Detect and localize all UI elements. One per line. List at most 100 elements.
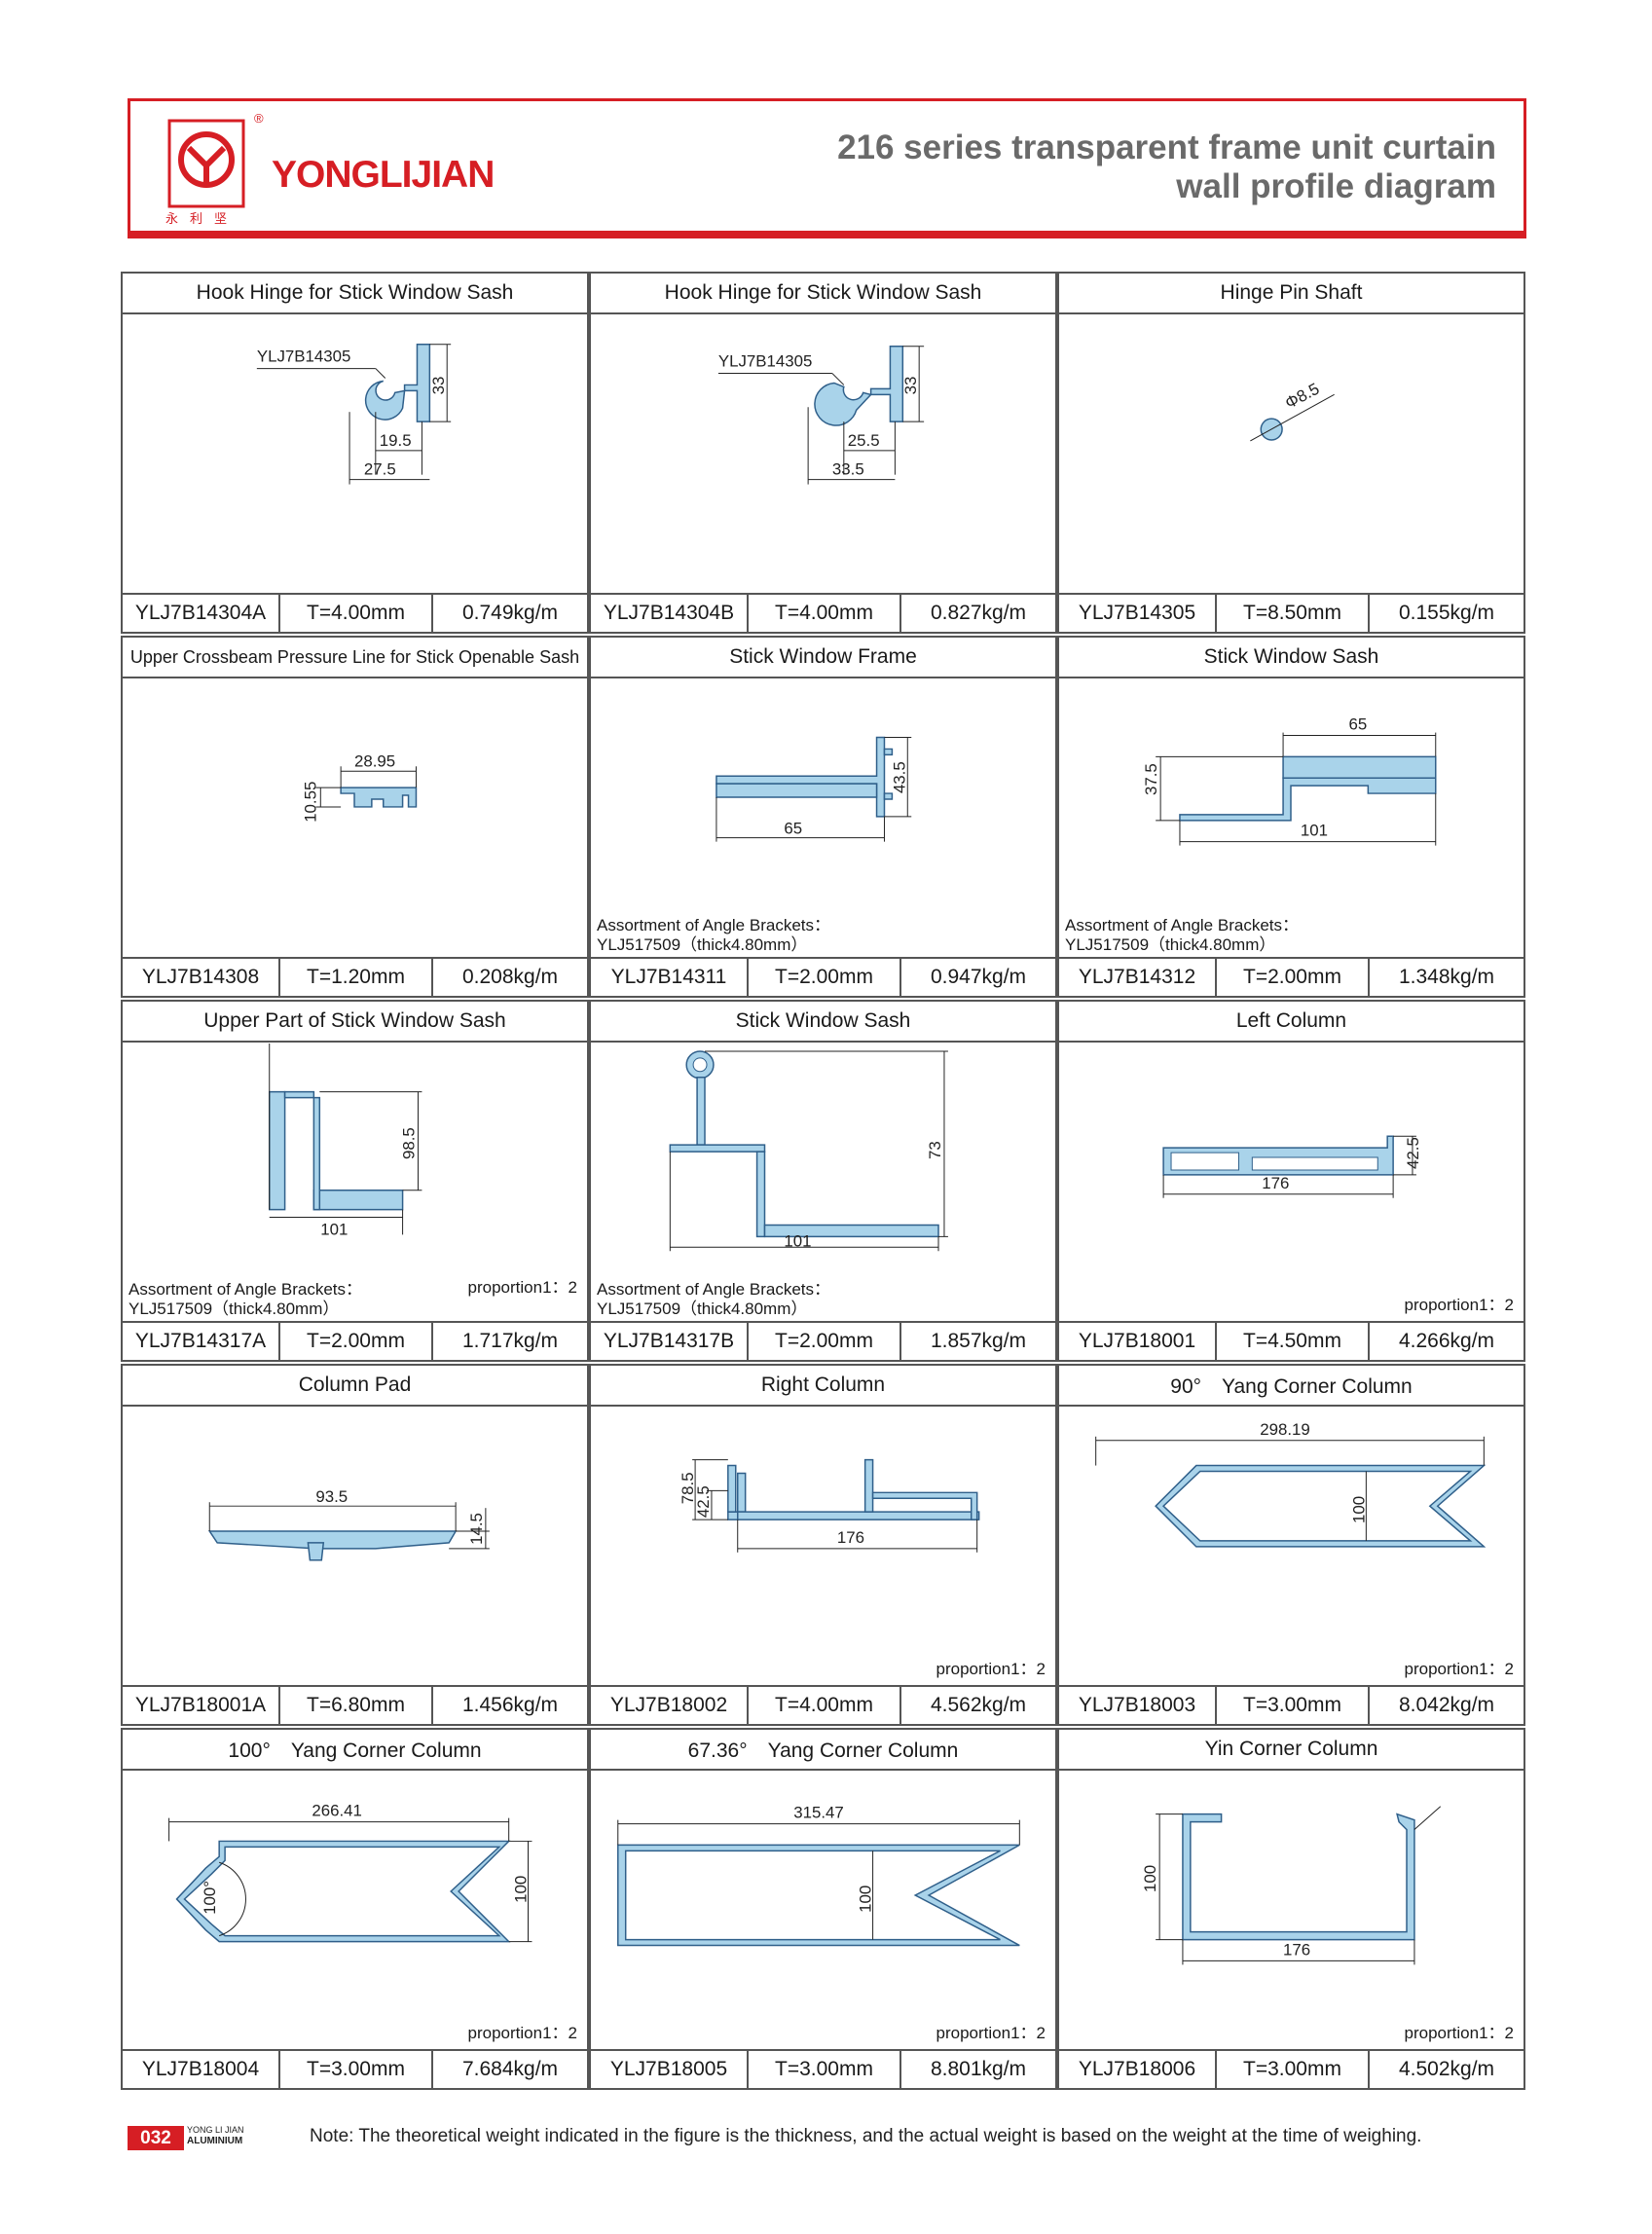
cell-title: Yin Corner Column — [1059, 1730, 1524, 1771]
dim-label: 176 — [1262, 1174, 1289, 1192]
page-title: 216 series transparent frame unit curtai… — [837, 128, 1496, 206]
profile-cell: Hinge Pin Shaft Φ8.5 YLJ7B14305 T=8.50mm… — [1057, 272, 1525, 634]
profile-drawing: 315.47 100 — [591, 1771, 1055, 2014]
cell-title: Stick Window Sash — [1059, 638, 1524, 678]
dim-label: 42.5 — [1404, 1137, 1422, 1169]
profile-weight: 1.348kg/m — [1398, 966, 1495, 988]
profile-weight: 1.857kg/m — [930, 1330, 1027, 1352]
profile-weight: 0.827kg/m — [930, 602, 1027, 624]
profile-code: YLJ7B14312 — [1059, 959, 1217, 996]
proportion-label: proportion1：2 — [1404, 2024, 1514, 2042]
dim-label: 33 — [429, 377, 448, 395]
title-line-2: wall profile diagram — [1176, 167, 1496, 205]
footer-brand-line: ALUMINIUM — [187, 2136, 244, 2146]
cell-title: Hinge Pin Shaft — [1059, 274, 1524, 314]
brand-chinese: 永利坚 — [165, 211, 239, 226]
cell-footer: YLJ7B14311 T=2.00mm 0.947kg/m — [591, 957, 1055, 996]
profile-drawing: YLJ7B14305 33 19.5 27.5 — [123, 314, 587, 558]
cell-title: Upper Part of Stick Window Sash — [123, 1002, 587, 1043]
cell-footer: YLJ7B14304B T=4.00mm 0.827kg/m — [591, 593, 1055, 632]
profile-thickness: T=4.00mm — [280, 595, 433, 632]
proportion-label: proportion1：2 — [936, 1660, 1046, 1678]
dim-label: 100 — [1349, 1496, 1368, 1523]
profile-code: YLJ7B18006 — [1059, 2051, 1217, 2088]
profile-code: YLJ7B18001 — [1059, 1323, 1217, 1360]
profile-thickness: T=2.00mm — [280, 1323, 433, 1360]
note-line: YLJ517509（thick4.80mm） — [597, 1300, 808, 1318]
cell-title: Hook Hinge for Stick Window Sash — [123, 274, 587, 314]
title-line-1: 216 series transparent frame unit curtai… — [837, 128, 1496, 166]
dim-label: 176 — [837, 1528, 864, 1547]
note-line: YLJ517509（thick4.80mm） — [597, 935, 808, 954]
cell-title: Stick Window Frame — [591, 638, 1055, 678]
cell-footer: YLJ7B18005 T=3.00mm 8.801kg/m — [591, 2049, 1055, 2088]
grid-row: Upper Part of Stick Window Sash 98.5 101… — [121, 1000, 1525, 1362]
footer-brand: YONG LI JIAN ALUMINIUM — [187, 2125, 244, 2146]
cell-title: Upper Crossbeam Pressure Line for Stick … — [123, 638, 587, 678]
profile-drawing: 10.55 28.95 — [123, 678, 587, 922]
profile-cell: Column Pad 93.5 14.5 YLJ7B18001A T=6.80m… — [121, 1364, 589, 1726]
dim-label: 100° — [201, 1881, 219, 1915]
profile-weight: 8.042kg/m — [1398, 1694, 1495, 1716]
dim-label: 98.5 — [399, 1127, 418, 1159]
grid-row: Column Pad 93.5 14.5 YLJ7B18001A T=6.80m… — [121, 1364, 1525, 1726]
dim-label: YLJ7B14305 — [718, 352, 812, 371]
dim-label: 10.55 — [301, 782, 319, 823]
cell-title: Column Pad — [123, 1366, 587, 1407]
profile-weight: 1.717kg/m — [461, 1330, 559, 1352]
proportion-label: proportion1：2 — [1404, 1660, 1514, 1678]
dim-label: 266.41 — [312, 1802, 362, 1820]
proportion-label: proportion1：2 — [467, 2024, 577, 2042]
dim-label: 101 — [320, 1220, 348, 1238]
profile-code: YLJ7B18004 — [123, 2051, 280, 2088]
note-line: Assortment of Angle Brackets： — [128, 1280, 362, 1299]
note-line: Assortment of Angle Brackets： — [597, 916, 830, 934]
dim-label: 298.19 — [1260, 1420, 1310, 1439]
dim-label: 27.5 — [364, 460, 396, 479]
dim-label: 73 — [926, 1141, 944, 1159]
profile-weight: 1.456kg/m — [461, 1694, 559, 1716]
profile-code: YLJ7B14311 — [591, 959, 749, 996]
profile-cell: Hook Hinge for Stick Window Sash YLJ7B14… — [121, 272, 589, 634]
dim-label: 100 — [512, 1876, 531, 1903]
dim-label: 37.5 — [1142, 763, 1160, 795]
profile-code: YLJ7B14304A — [123, 595, 280, 632]
profile-weight: 0.947kg/m — [930, 966, 1027, 988]
dim-label: 65 — [1349, 715, 1368, 734]
profile-thickness: T=8.50mm — [1217, 595, 1370, 632]
cell-title: Left Column — [1059, 1002, 1524, 1043]
page-number: 032 — [128, 2126, 184, 2150]
dim-label: 100 — [1141, 1865, 1159, 1892]
profile-code: YLJ7B14308 — [123, 959, 280, 996]
footer-brand-bold: ALUMINIUM — [187, 2136, 243, 2146]
dim-label: 78.5 — [679, 1472, 697, 1504]
proportion-label: proportion1：2 — [936, 2024, 1046, 2042]
cell-footer: YLJ7B14312 T=2.00mm 1.348kg/m — [1059, 957, 1524, 996]
profile-thickness: T=6.80mm — [280, 1687, 433, 1724]
cell-footer: YLJ7B18002 T=4.00mm 4.562kg/m — [591, 1685, 1055, 1724]
profile-drawing: 43.5 65 — [591, 678, 1055, 922]
dim-label: 28.95 — [354, 751, 395, 770]
profile-weight: 7.684kg/m — [461, 2058, 559, 2080]
profile-cell: Upper Crossbeam Pressure Line for Stick … — [121, 636, 589, 998]
profile-code: YLJ7B18003 — [1059, 1687, 1217, 1724]
header-accent-bar — [128, 232, 1526, 238]
profile-cell: Right Column 78.5 42.5 — [589, 1364, 1057, 1726]
cell-title: 90° Yang Corner Column — [1059, 1366, 1524, 1407]
registered-mark: ® — [254, 111, 264, 126]
profile-cell: Stick Window Sash 65 37.5 101 Assor — [1057, 636, 1525, 998]
profile-thickness: T=2.00mm — [749, 959, 901, 996]
profile-weight: 8.801kg/m — [930, 2058, 1027, 2080]
dim-label: 42.5 — [694, 1485, 713, 1518]
cell-footer: YLJ7B18006 T=3.00mm 4.502kg/m — [1059, 2049, 1524, 2088]
profile-drawing: Φ8.5 — [1059, 314, 1524, 558]
grid-row: Upper Crossbeam Pressure Line for Stick … — [121, 636, 1525, 998]
profile-weight: 0.208kg/m — [461, 966, 559, 988]
page-header: ® 永利坚 YONGLIJIAN 216 series transparent … — [128, 98, 1526, 234]
footer-brand-line: YONG LI JIAN — [187, 2125, 244, 2135]
profile-drawing: 98.5 101 — [123, 1043, 587, 1286]
note-line: YLJ517509（thick4.80mm） — [1065, 935, 1276, 954]
profile-code: YLJ7B18002 — [591, 1687, 749, 1724]
profile-thickness: T=3.00mm — [280, 2051, 433, 2088]
cell-footer: YLJ7B18001 T=4.50mm 4.266kg/m — [1059, 1321, 1524, 1360]
